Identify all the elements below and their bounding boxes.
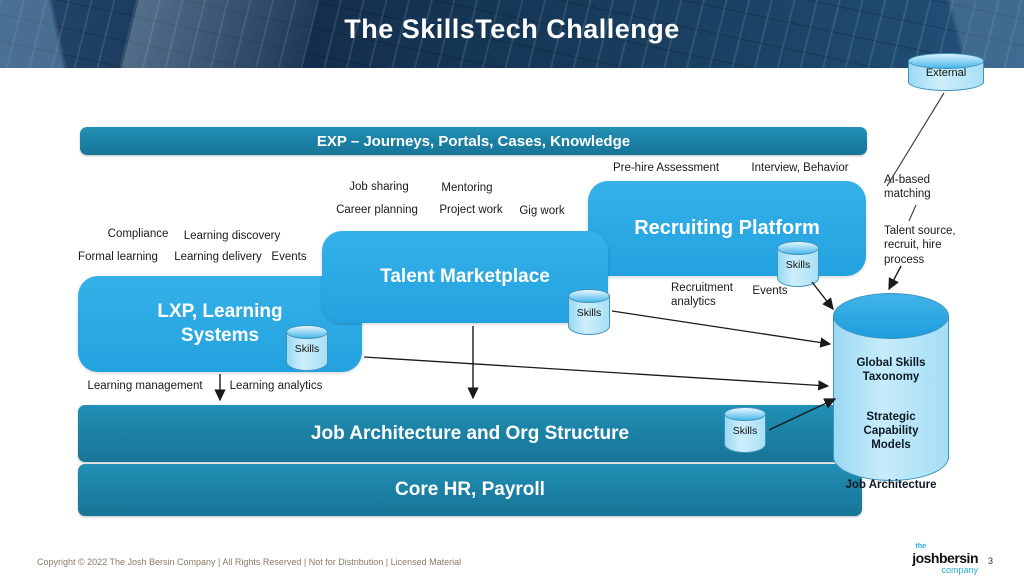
arrow-talent-skills-to-global-cylinder [611, 310, 832, 348]
cylinder-top [286, 325, 328, 339]
skills-cylinder-lxp: Skills [286, 325, 328, 371]
recruiting-platform-box: Recruiting Platform [588, 181, 866, 276]
label-events-learning: Events [271, 251, 307, 263]
label-events-recruiting: Events [752, 285, 788, 297]
logo-company: company [941, 565, 978, 575]
talent-marketplace-box: Talent Marketplace [322, 231, 608, 323]
label-talent-source: Talent source, recruit, hire process [884, 225, 956, 266]
skills-cylinder-talent: Skills [568, 289, 610, 335]
label-learning-management: Learning management [87, 380, 203, 392]
label-compliance: Compliance [107, 228, 169, 240]
arrow-lxp-to-global-cylinder [363, 356, 830, 391]
label-learning-analytics: Learning analytics [229, 380, 323, 392]
logo-the: the [915, 543, 927, 550]
global-skills-cylinder: Global Skills Taxonomy Strategic Capabil… [833, 293, 949, 491]
skills-label: Skills [785, 259, 811, 271]
label-project-work: Project work [439, 204, 503, 216]
label-gig-work: Gig work [519, 205, 565, 217]
label-ai-based-matching: AI-based matching [884, 174, 931, 201]
skills-label: Skills [732, 425, 758, 437]
external-cylinder-label: External [925, 67, 967, 79]
job-architecture-cylinder-label: Job Architecture [845, 479, 937, 492]
skills-cylinder-recruiting: Skills [777, 241, 819, 287]
label-pre-hire-assessment: Pre-hire Assessment [612, 162, 720, 174]
cylinder-top [568, 289, 610, 303]
cylinder-top [724, 407, 766, 421]
cylinder-top [833, 293, 949, 339]
cylinder-top [777, 241, 819, 255]
logo-name: joshbersin [912, 550, 978, 566]
line-ai-matching-to-talent-source [908, 204, 917, 222]
external-cylinder: External [908, 53, 984, 91]
label-career-planning: Career planning [336, 204, 418, 216]
label-recruitment-analytics: Recruitment analytics [671, 282, 733, 309]
arrow-talent-source-to-global-cylinder [888, 265, 902, 291]
label-formal-learning: Formal learning [78, 251, 158, 263]
header-banner [0, 0, 1024, 68]
job-architecture-label: Job Architecture and Org Structure [310, 422, 630, 444]
page-number: 3 [988, 556, 994, 566]
slide-title: The SkillsTech Challenge [344, 14, 680, 44]
exp-bar-label: EXP – Journeys, Portals, Cases, Knowledg… [316, 132, 631, 150]
footer-copyright: Copyright © 2022 The Josh Bersin Company… [37, 557, 462, 567]
label-learning-delivery: Learning delivery [174, 251, 262, 263]
cylinder-top [908, 53, 984, 69]
recruiting-platform-label: Recruiting Platform [634, 217, 820, 239]
strategic-capability-models-label: Strategic Capability Models [863, 411, 919, 451]
exp-bar: EXP – Journeys, Portals, Cases, Knowledg… [80, 127, 867, 155]
core-hr-bar: Core HR, Payroll [78, 464, 862, 516]
label-mentoring: Mentoring [441, 182, 493, 194]
global-skills-cylinder-text: Global Skills Taxonomy Strategic Capabil… [837, 343, 945, 520]
label-interview-behavior: Interview, Behavior [751, 162, 849, 174]
label-job-sharing: Job sharing [349, 181, 409, 193]
core-hr-label: Core HR, Payroll [395, 479, 545, 500]
global-skills-taxonomy-label: Global Skills Taxonomy [856, 356, 926, 383]
talent-marketplace-label: Talent Marketplace [380, 266, 550, 287]
joshbersin-logo: the joshbersin company [898, 543, 978, 575]
skills-label: Skills [576, 307, 602, 319]
label-learning-discovery: Learning discovery [183, 230, 281, 242]
cylinder-body [833, 315, 949, 481]
skills-cylinder-jobarch: Skills [724, 407, 766, 453]
lxp-label: LXP, Learning Systems [157, 301, 283, 346]
skills-label: Skills [294, 343, 320, 355]
